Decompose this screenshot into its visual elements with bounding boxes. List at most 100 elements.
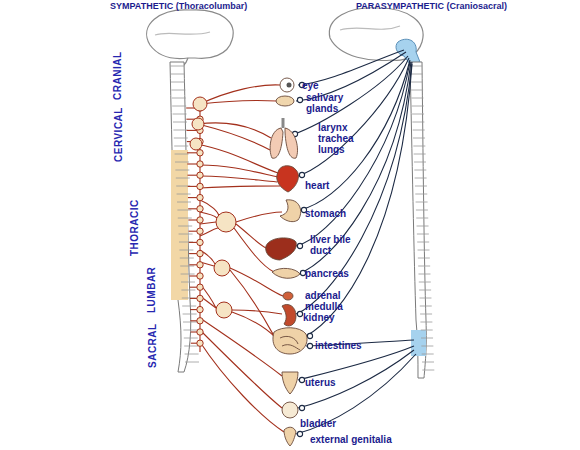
vertebra-marks	[185, 362, 199, 363]
organ-illustration	[266, 238, 297, 260]
organ-label: eye	[302, 80, 319, 91]
parasympathetic-nerve	[299, 377, 304, 382]
ganglion	[197, 318, 203, 324]
spinal-column	[171, 150, 188, 300]
ganglion	[197, 228, 203, 234]
vertebra-marks	[422, 362, 434, 363]
organ-label: stomach	[305, 208, 346, 219]
ganglion	[197, 340, 203, 346]
parasympathetic-nerve	[298, 58, 409, 176]
vertebra-marks	[419, 282, 431, 283]
division-heading: SYMPATHETIC (Thoracolumbar)	[110, 1, 247, 12]
sympathetic-nerve	[200, 342, 284, 432]
ganglion	[197, 306, 203, 312]
organ-label: salivary glands	[306, 92, 354, 114]
vertebra-marks	[172, 106, 186, 107]
ganglion	[197, 329, 203, 335]
vertebra-marks	[171, 90, 185, 91]
vertebra-marks	[170, 66, 184, 67]
organ-illustration	[287, 83, 292, 88]
sympathetic-nerve	[236, 212, 282, 222]
vertebra-marks	[417, 242, 429, 243]
organ-label: bladder	[300, 418, 336, 429]
spinal-column	[170, 62, 426, 378]
vertebra-marks	[418, 266, 430, 267]
vertebra-marks	[417, 234, 429, 235]
organ-illustration	[282, 402, 298, 418]
parasympathetic-nerve	[297, 431, 302, 436]
parasympathetic-nerve	[299, 172, 304, 177]
vertebra-marks	[177, 202, 191, 203]
organ-illustration	[282, 118, 285, 128]
vertebra-marks	[413, 146, 425, 147]
organ-label: liver bile duct	[310, 234, 362, 256]
ganglion	[193, 97, 207, 111]
vertebra-marks	[421, 338, 433, 339]
vertebra-marks	[420, 322, 432, 323]
vertebra-marks	[413, 138, 425, 139]
vertebra-marks	[422, 370, 434, 371]
vertebra-marks	[181, 274, 195, 275]
vertebra-marks	[418, 250, 430, 251]
vertebra-marks	[419, 298, 431, 299]
vertebra-marks	[419, 290, 431, 291]
ganglion	[192, 118, 204, 130]
organ-illustration	[285, 128, 298, 158]
ganglion	[216, 212, 236, 232]
vertebra-marks	[173, 130, 187, 131]
ganglion	[190, 97, 236, 346]
vertebra-marks	[412, 114, 424, 115]
organ-illustration	[280, 78, 294, 92]
vertebra-marks	[173, 122, 187, 123]
vertebra-marks	[180, 266, 194, 267]
parasympathetic-nerve	[296, 62, 410, 246]
ganglion	[197, 250, 203, 256]
parasympathetic-nerve	[297, 243, 302, 248]
vertebra-marks	[175, 170, 189, 171]
parasympathetic-nerve	[298, 50, 404, 85]
vertebra-marks	[418, 274, 430, 275]
ganglion	[197, 239, 203, 245]
vertebra-marks	[416, 218, 428, 219]
vertebra-marks	[185, 354, 199, 355]
sympathetic-nerve	[200, 212, 217, 218]
organ-label: uterus	[305, 377, 336, 388]
vertebra-marks	[180, 258, 194, 259]
organ-label: external genitalia	[310, 434, 392, 445]
vertebra-marks	[178, 218, 192, 219]
vertebra-marks	[414, 154, 426, 155]
ganglion	[197, 295, 203, 301]
ganglion	[197, 217, 203, 223]
sympathetic-nerve	[186, 85, 284, 432]
vertebra-marks	[411, 82, 423, 83]
vertebra-marks	[175, 154, 189, 155]
vertebra-marks	[417, 226, 429, 227]
vertebra-marks	[179, 250, 193, 251]
parasympathetic-nerve	[306, 64, 412, 336]
organ-label: adrenal medulla	[305, 290, 353, 312]
vertebra-marks	[173, 114, 187, 115]
organ-label: pancreas	[305, 268, 349, 279]
brain-outline	[147, 8, 423, 70]
parasympathetic-nerve	[307, 333, 312, 338]
sympathetic-nerve	[200, 100, 277, 104]
sympathetic-nerve	[200, 318, 282, 376]
parasympathetic-nerve	[297, 311, 302, 316]
vertebra-marks	[420, 306, 432, 307]
vertebra-marks	[418, 258, 430, 259]
vertebra-marks	[181, 290, 195, 291]
organ-illustration	[277, 166, 299, 192]
vertebra-marks	[177, 194, 191, 195]
vertebra-marks	[416, 210, 428, 211]
parasympathetic-nerve	[298, 350, 414, 408]
ganglion	[197, 161, 203, 167]
vertebra-marks	[182, 306, 196, 307]
sympathetic-nerve	[232, 312, 276, 338]
sympathetic-nerve	[232, 310, 282, 314]
ganglion	[197, 150, 203, 156]
organ-illustration	[266, 78, 307, 446]
spinal-region-label: LUMBAR	[146, 267, 157, 313]
spinal-region-label: CRANIAL	[112, 52, 123, 101]
